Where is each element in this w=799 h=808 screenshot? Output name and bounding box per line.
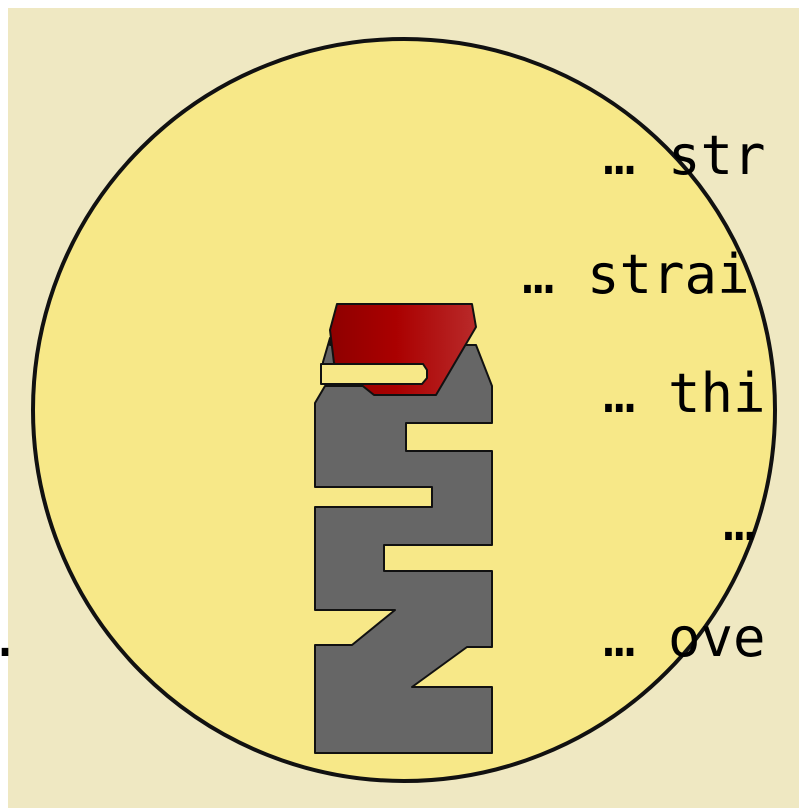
label-3: … thi [603,362,766,425]
top-slot [321,364,427,384]
label-1: … str [603,124,766,187]
label-6: … [0,606,11,669]
gray-zigzag-body [315,338,492,753]
label-2: … strai [522,243,750,306]
label-5: … ove [603,606,766,669]
label-4: … [723,490,756,553]
